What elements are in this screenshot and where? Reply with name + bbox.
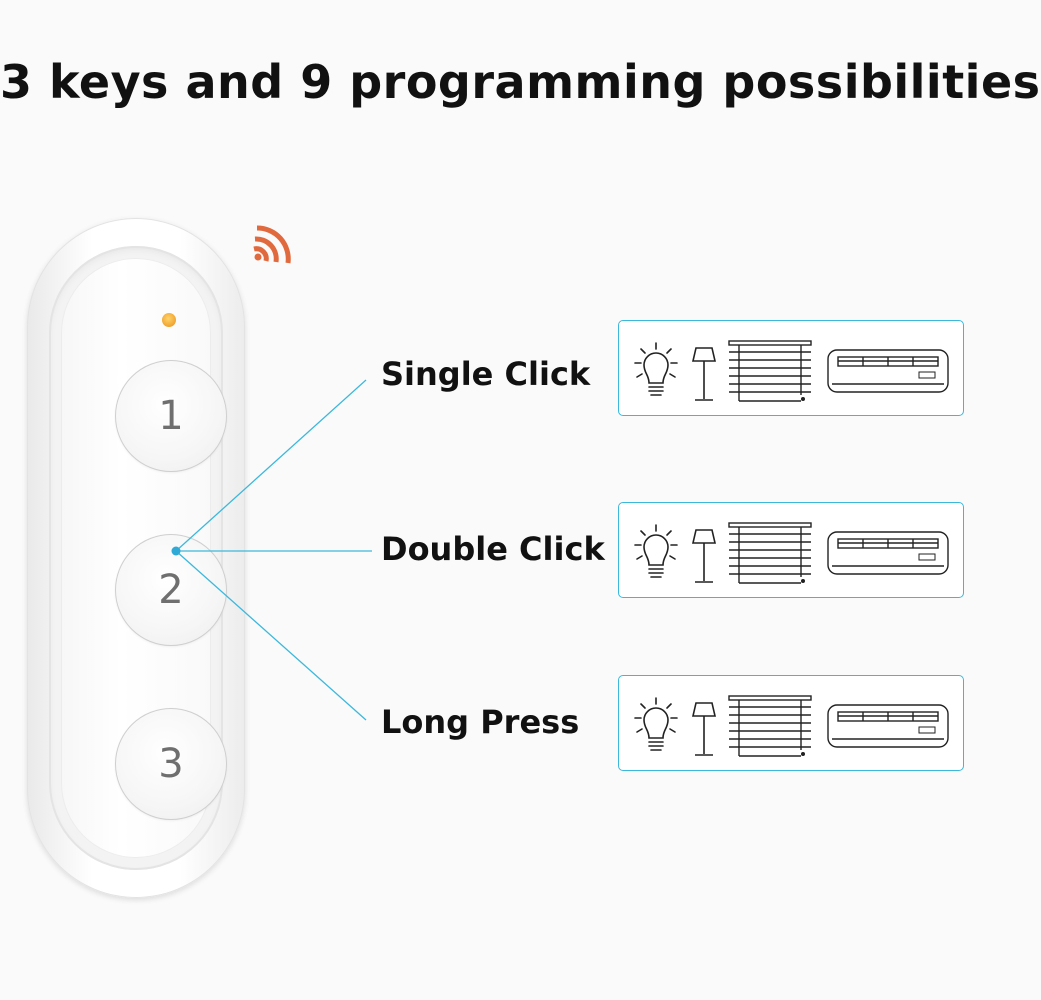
device-box-single-click: [618, 320, 964, 416]
air-conditioner-icon: [827, 531, 949, 575]
remote-face: 1 2 3: [61, 258, 227, 858]
mode-label-single-click: Single Click: [381, 355, 591, 393]
lamp-icon: [691, 702, 717, 756]
air-conditioner-icon: [827, 349, 949, 393]
mode-label-long-press: Long Press: [381, 703, 580, 741]
remote-bezel: 1 2 3: [49, 246, 227, 870]
remote-control: 1 2 3: [27, 218, 245, 898]
blinds-icon: [728, 695, 812, 757]
wireless-signal-icon: [253, 225, 291, 264]
key-3-button[interactable]: 3: [115, 708, 227, 820]
blinds-icon: [728, 522, 812, 584]
led-indicator: [162, 313, 176, 327]
mode-label-double-click: Double Click: [381, 530, 605, 568]
key-1-button[interactable]: 1: [115, 360, 227, 472]
page-title: 3 keys and 9 programming possibilities: [0, 55, 1041, 109]
device-box-double-click: [618, 502, 964, 598]
bulb-icon: [634, 524, 678, 578]
air-conditioner-icon: [827, 704, 949, 748]
bulb-icon: [634, 697, 678, 751]
lamp-icon: [691, 347, 717, 401]
device-box-long-press: [618, 675, 964, 771]
bulb-icon: [634, 342, 678, 396]
blinds-icon: [728, 340, 812, 402]
key-2-button[interactable]: 2: [115, 534, 227, 646]
lamp-icon: [691, 529, 717, 583]
